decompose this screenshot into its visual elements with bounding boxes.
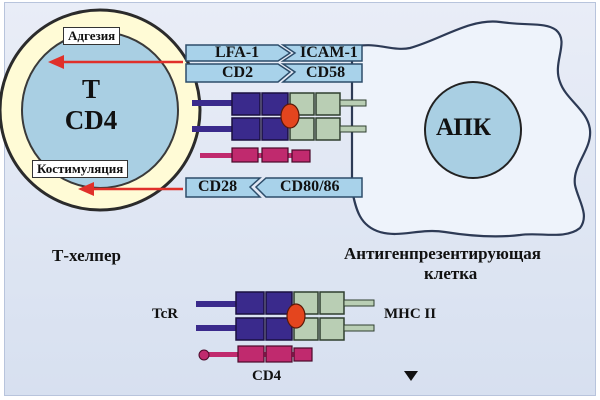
mhc-legend-label: MHC II	[384, 306, 437, 322]
apc-nucleus	[424, 81, 522, 179]
cd4-domain	[237, 345, 265, 363]
mhc-chain	[319, 291, 345, 315]
triangle-down-icon[interactable]	[404, 371, 418, 381]
tcr-chain	[235, 317, 265, 341]
cd4-anchor	[198, 349, 210, 361]
tcr-stalk	[192, 126, 236, 132]
adhesion-label: Адгезия	[63, 27, 121, 45]
lfa1-molecule	[185, 44, 292, 62]
lfa1-label: LFA-1	[215, 44, 260, 61]
cd4-legend-label: CD4	[252, 368, 282, 384]
cd4-domain	[265, 345, 293, 363]
cd4-domain	[261, 147, 289, 163]
tcr-chain	[231, 117, 261, 141]
tcr-stalk	[196, 301, 238, 307]
t-helper-caption: Т-хелпер	[52, 246, 121, 265]
tcr-chain	[235, 291, 265, 315]
mhc-chain	[319, 317, 345, 341]
apc-caption-line1: Антигенпрезентирующая	[344, 244, 541, 263]
mhc-chain	[315, 117, 341, 141]
cd58-label: CD58	[306, 64, 346, 81]
cd2-label: CD2	[222, 64, 254, 81]
adhesion-arrow	[48, 55, 183, 69]
apc-label: АПК	[436, 114, 492, 141]
mhc-stalk	[343, 299, 375, 307]
mhc-stalk	[343, 324, 375, 332]
tcr-chain	[231, 92, 261, 116]
mhc-stalk	[339, 125, 367, 133]
tcr-stalk	[196, 325, 238, 331]
cd4-domain	[231, 147, 259, 163]
costim-arrow	[78, 182, 183, 196]
legend-complex	[196, 291, 375, 363]
tcr-mhc-complex-main	[192, 92, 367, 163]
peptide-antigen	[286, 303, 306, 329]
cd58-molecule	[280, 63, 363, 83]
mhc-chain	[315, 92, 341, 116]
apc-caption-line2: клетка	[424, 264, 478, 283]
tcr-chain	[265, 291, 293, 315]
cd2-molecule	[185, 63, 292, 83]
icam1-molecule	[280, 44, 363, 62]
tcr-stalk	[192, 100, 236, 106]
cd4-domain	[293, 347, 313, 362]
peptide-antigen	[280, 103, 300, 129]
cd8086-molecule	[254, 177, 363, 198]
t-cell-title: Т	[81, 74, 100, 104]
tcr-chain	[265, 317, 293, 341]
tcr-legend-label: TcR	[152, 306, 179, 322]
costimulation-label: Костимуляция	[32, 160, 129, 178]
cd28-molecule	[185, 177, 262, 198]
cd8086-label: CD80/86	[280, 178, 340, 195]
cd28-label: CD28	[198, 178, 238, 195]
icam1-label: ICAM-1	[300, 44, 358, 61]
t-cell-subtitle: CD4	[64, 105, 118, 135]
tcr-chain	[261, 117, 289, 141]
mhc-stalk	[339, 99, 367, 107]
cd4-domain	[291, 149, 311, 163]
